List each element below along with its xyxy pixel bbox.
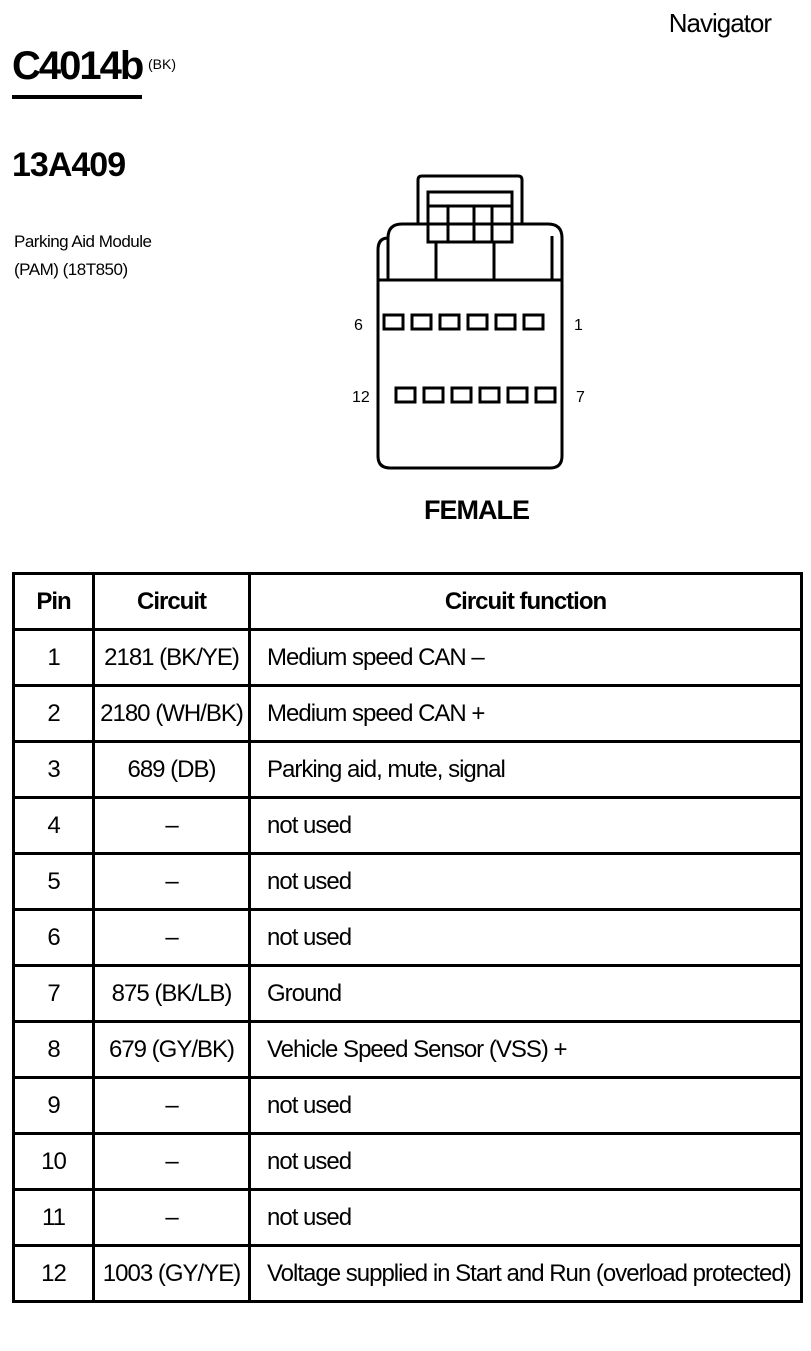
circuit-cell: – xyxy=(92,908,251,967)
circuit-cell: 1003 (GY/YE) xyxy=(92,1244,251,1303)
pin-cell: 9 xyxy=(12,1076,95,1135)
circuit-cell: – xyxy=(92,1188,251,1247)
connector-id: C4014b xyxy=(12,44,144,99)
function-cell: Medium speed CAN – xyxy=(248,628,803,687)
circuit-cell: 2180 (WH/BK) xyxy=(92,684,251,743)
function-cell: Ground xyxy=(248,964,803,1023)
function-cell: Parking aid, mute, signal xyxy=(248,740,803,799)
table-row: 2 2180 (WH/BK) Medium speed CAN + xyxy=(12,684,803,743)
function-cell: not used xyxy=(248,908,803,967)
header-function: Circuit function xyxy=(248,572,803,631)
table-row: 5 – not used xyxy=(12,852,803,911)
table-header-row: Pin Circuit Circuit function xyxy=(12,572,803,631)
pin-cell: 12 xyxy=(12,1244,95,1303)
function-cell: not used xyxy=(248,1076,803,1135)
table-row: 7 875 (BK/LB) Ground xyxy=(12,964,803,1023)
header-pin: Pin xyxy=(12,572,95,631)
circuit-cell: 875 (BK/LB) xyxy=(92,964,251,1023)
pin-label-6: 6 xyxy=(354,317,363,334)
table-row: 8 679 (GY/BK) Vehicle Speed Sensor (VSS)… xyxy=(12,1020,803,1079)
table-row: 9 – not used xyxy=(12,1076,803,1135)
function-cell: Voltage supplied in Start and Run (overl… xyxy=(248,1244,803,1303)
model-name: Navigator xyxy=(668,8,772,38)
function-cell: not used xyxy=(248,1132,803,1191)
component-name-line-2: (PAM) (18T850) xyxy=(14,260,128,279)
table-row: 3 689 (DB) Parking aid, mute, signal xyxy=(12,740,803,799)
table-row: 1 2181 (BK/YE) Medium speed CAN – xyxy=(12,628,803,687)
pin-cell: 7 xyxy=(12,964,95,1023)
part-number: 13A409 xyxy=(12,146,126,184)
circuit-cell: – xyxy=(92,1076,251,1135)
circuit-cell: 2181 (BK/YE) xyxy=(92,628,251,687)
table-row: 4 – not used xyxy=(12,796,803,855)
pin-label-12: 12 xyxy=(352,389,370,406)
pin-cell: 2 xyxy=(12,684,95,743)
pin-cell: 5 xyxy=(12,852,95,911)
pin-table: Pin Circuit Circuit function 1 2181 (BK/… xyxy=(12,572,803,1303)
table-row: 11 – not used xyxy=(12,1188,803,1247)
table-row: 6 – not used xyxy=(12,908,803,967)
pin-cell: 1 xyxy=(12,628,95,687)
circuit-cell: – xyxy=(92,1132,251,1191)
function-cell: Vehicle Speed Sensor (VSS) + xyxy=(248,1020,803,1079)
pin-cell: 4 xyxy=(12,796,95,855)
circuit-cell: – xyxy=(92,796,251,855)
connector-color-code: (BK) xyxy=(148,56,176,72)
circuit-cell: – xyxy=(92,852,251,911)
pin-cell: 6 xyxy=(12,908,95,967)
function-cell: Medium speed CAN + xyxy=(248,684,803,743)
circuit-cell: 679 (GY/BK) xyxy=(92,1020,251,1079)
component-name-line-1: Parking Aid Module xyxy=(14,232,152,251)
component-name: Parking Aid Module (PAM) (18T850) xyxy=(14,228,152,284)
circuit-cell: 689 (DB) xyxy=(92,740,251,799)
pin-cell: 8 xyxy=(12,1020,95,1079)
function-cell: not used xyxy=(248,852,803,911)
pin-label-1: 1 xyxy=(574,317,583,334)
connector-view-label: FEMALE xyxy=(424,495,530,525)
pin-cell: 11 xyxy=(12,1188,95,1247)
pin-cell: 3 xyxy=(12,740,95,799)
pin-cell: 10 xyxy=(12,1132,95,1191)
connector-face-diagram: 6 1 12 7 xyxy=(352,174,585,470)
table-row: 12 1003 (GY/YE) Voltage supplied in Star… xyxy=(12,1244,803,1303)
function-cell: not used xyxy=(248,1188,803,1247)
pin-label-7: 7 xyxy=(576,389,585,406)
table-row: 10 – not used xyxy=(12,1132,803,1191)
header-circuit: Circuit xyxy=(92,572,251,631)
function-cell: not used xyxy=(248,796,803,855)
